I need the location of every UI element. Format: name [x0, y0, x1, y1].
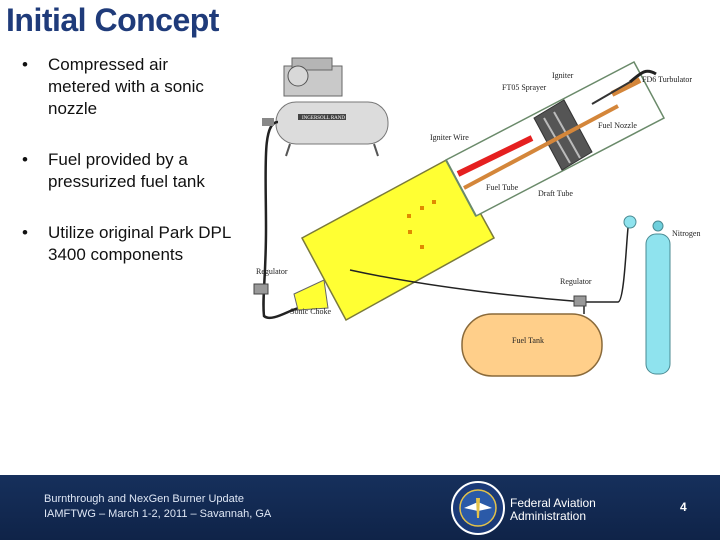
fuel-tank — [461, 313, 603, 377]
footer-subtitle: IAMFTWG – March 1-2, 2011 – Savannah, GA — [44, 508, 272, 520]
agency-name-line1: Federal Aviation — [510, 496, 596, 510]
igniter-wire — [456, 135, 534, 177]
igniter-wire-label: Igniter Wire — [430, 133, 469, 142]
fuel-nozzle — [610, 77, 642, 97]
tube-marker — [432, 200, 436, 204]
fuel-tank-label: Fuel Tank — [512, 336, 544, 345]
compressor-brand-label: INGERSOLL RAND — [302, 116, 345, 121]
draft-tube-label: Draft Tube — [538, 189, 573, 198]
igniter-label: Igniter — [552, 71, 574, 80]
bullet-text: Compressed air metered with a sonic nozz… — [48, 55, 204, 118]
turbulator-label: FD6 Turbulator — [642, 75, 692, 84]
cylinder-cap — [652, 220, 664, 232]
regulator-valve-left — [253, 283, 269, 295]
air-hose — [262, 120, 301, 319]
bullet-marker: • — [22, 55, 28, 74]
hose-fitting — [262, 118, 274, 126]
tube-marker — [420, 245, 424, 249]
bullet-marker: • — [22, 150, 28, 169]
tube-marker — [420, 206, 424, 210]
fuel-tube-label: Fuel Tube — [486, 183, 519, 192]
nitrogen-valve — [623, 215, 637, 229]
fuel-nozzle-label: Fuel Nozzle — [598, 121, 637, 130]
footer-title: Burnthrough and NexGen Burner Update — [44, 493, 244, 505]
bullet-text: Utilize original Park DPL 3400 component… — [48, 223, 231, 264]
bullet-text: Fuel provided by a pressurized fuel tank — [48, 150, 205, 191]
air-compressor: INGERSOLL RAND — [275, 57, 389, 157]
nitrogen-label: Nitrogen — [672, 229, 700, 238]
regulator-right-label: Regulator — [560, 277, 592, 286]
bullet-item: • Compressed air metered with a sonic noz… — [22, 54, 232, 120]
bullet-item: • Fuel provided by a pressurized fuel tan… — [22, 149, 232, 193]
faa-seal-icon — [451, 481, 505, 535]
bullet-list: • Compressed air metered with a sonic noz… — [22, 54, 232, 295]
sonic-choke — [293, 279, 329, 311]
footer-bar: Burnthrough and NexGen Burner Update IAM… — [0, 475, 720, 540]
page-number: 4 — [680, 500, 687, 514]
tube-marker — [407, 214, 411, 218]
bullet-marker: • — [22, 223, 28, 242]
yellow-burner-tube — [300, 156, 496, 322]
agency-name-line2: Administration — [510, 509, 587, 523]
tube-marker — [408, 230, 412, 234]
top-hose — [629, 69, 657, 84]
burner-diagram: INGERSOLL RAND Regulator Sonic Choke Ign… — [253, 57, 700, 377]
nitrogen-line — [582, 227, 629, 303]
nitrogen-cylinder — [645, 233, 671, 375]
bullet-item: • Utilize original Park DPL 3400 componen… — [22, 222, 232, 266]
igniter-rod — [591, 81, 631, 105]
sonic-choke-label: Sonic Choke — [290, 307, 332, 316]
regulator-valve-right — [573, 295, 587, 307]
sprayer-label: FT05 Sprayer — [502, 83, 547, 92]
fuel-line — [349, 269, 585, 314]
fuel-tube — [463, 104, 619, 190]
regulator-left-label: Regulator — [256, 267, 288, 276]
page-title: Initial Concept — [6, 2, 219, 38]
